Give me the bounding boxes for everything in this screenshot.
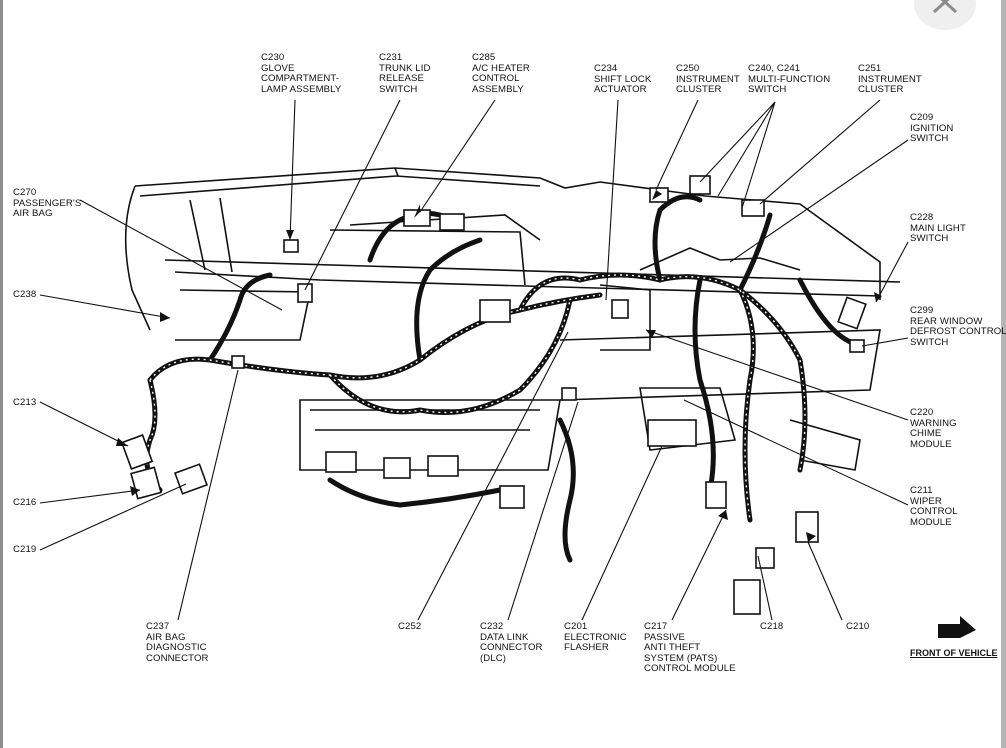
close-x-icon [932, 0, 958, 14]
callout-c270: C270 PASSENGER'S AIR BAG [13, 187, 82, 220]
callout-c251: C251 INSTRUMENT CLUSTER [858, 63, 922, 96]
callout-c201: C201 ELECTRONIC FLASHER [564, 621, 627, 654]
connectors [120, 175, 867, 615]
callout-c238: C238 [13, 289, 37, 300]
callout-c299: C299 REAR WINDOW DEFROST CONTROL SWITCH [910, 305, 1006, 348]
window-frame-right [1001, 0, 1006, 748]
callout-c219: C219 [13, 544, 37, 555]
window-frame-left [0, 0, 3, 748]
callout-c240-c241: C240, C241 MULTI-FUNCTION SWITCH [748, 63, 831, 96]
callout-c209: C209 IGNITION SWITCH [910, 112, 954, 145]
front-of-vehicle-arrow-icon [938, 616, 976, 638]
callout-c213: C213 [13, 397, 37, 408]
front-of-vehicle-label: FRONT OF VEHICLE [910, 648, 998, 658]
callout-c231: C231 TRUNK LID RELEASE SWITCH [379, 52, 431, 95]
callout-c230: C230 GLOVE COMPARTMENT- LAMP ASSEMBLY [261, 52, 342, 95]
arrowheads [116, 190, 882, 542]
callout-c232: C232 DATA LINK CONNECTOR (DLC) [480, 621, 543, 664]
callout-c237: C237 AIR BAG DIAGNOSTIC CONNECTOR [146, 621, 209, 664]
wire-harness-stripes [146, 274, 806, 521]
callout-c210: C210 [846, 621, 870, 632]
callout-c216: C216 [13, 497, 37, 508]
callout-c234: C234 SHIFT LOCK ACTUATOR [594, 63, 652, 96]
callout-c211: C211 WIPER CONTROL MODULE [910, 485, 958, 528]
callout-c218: C218 [760, 621, 784, 632]
callout-c217: C217 PASSIVE ANTI THEFT SYSTEM (PATS) CO… [644, 621, 736, 675]
leader-lines [39, 99, 909, 621]
callout-c220: C220 WARNING CHIME MODULE [910, 407, 957, 450]
callout-c228: C228 MAIN LIGHT SWITCH [910, 212, 966, 245]
dashboard-outline [124, 167, 901, 471]
callout-c252: C252 [398, 621, 422, 632]
callout-c250: C250 INSTRUMENT CLUSTER [676, 63, 740, 96]
callout-c285: C285 A/C HEATER CONTROL ASSEMBLY [472, 52, 530, 95]
